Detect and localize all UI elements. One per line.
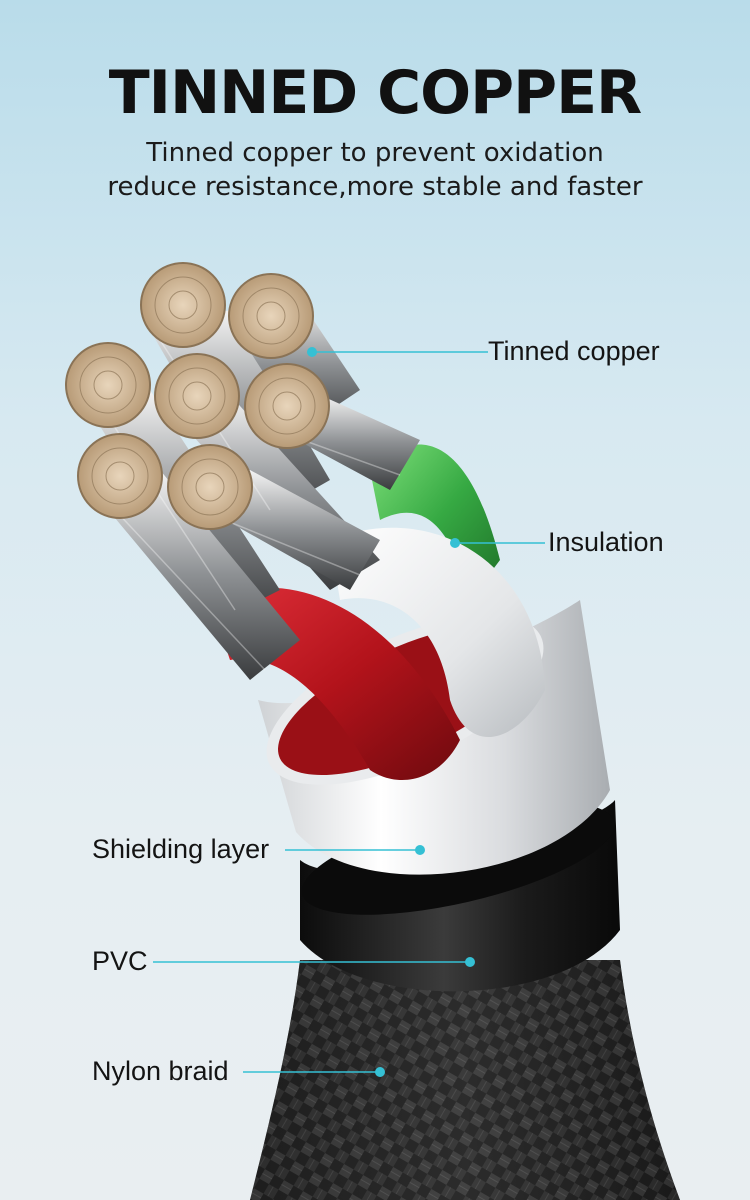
subtitle-line-2: reduce resistance,more stable and faster bbox=[107, 172, 643, 202]
label-pvc: PVC bbox=[92, 946, 148, 976]
callout-dot-insulation bbox=[450, 538, 460, 548]
page-title: TINNED COPPER bbox=[108, 58, 643, 128]
label-tinned-copper: Tinned copper bbox=[488, 336, 660, 366]
callout-dot-nylon bbox=[375, 1067, 385, 1077]
callout-dot-shielding bbox=[415, 845, 425, 855]
label-shielding-layer: Shielding layer bbox=[92, 834, 270, 864]
label-insulation: Insulation bbox=[548, 527, 664, 557]
callout-dot-pvc bbox=[465, 957, 475, 967]
subtitle-line-1: Tinned copper to prevent oxidation bbox=[146, 138, 604, 168]
label-nylon-braid: Nylon braid bbox=[92, 1056, 229, 1086]
callout-dot-tinned-copper bbox=[307, 347, 317, 357]
